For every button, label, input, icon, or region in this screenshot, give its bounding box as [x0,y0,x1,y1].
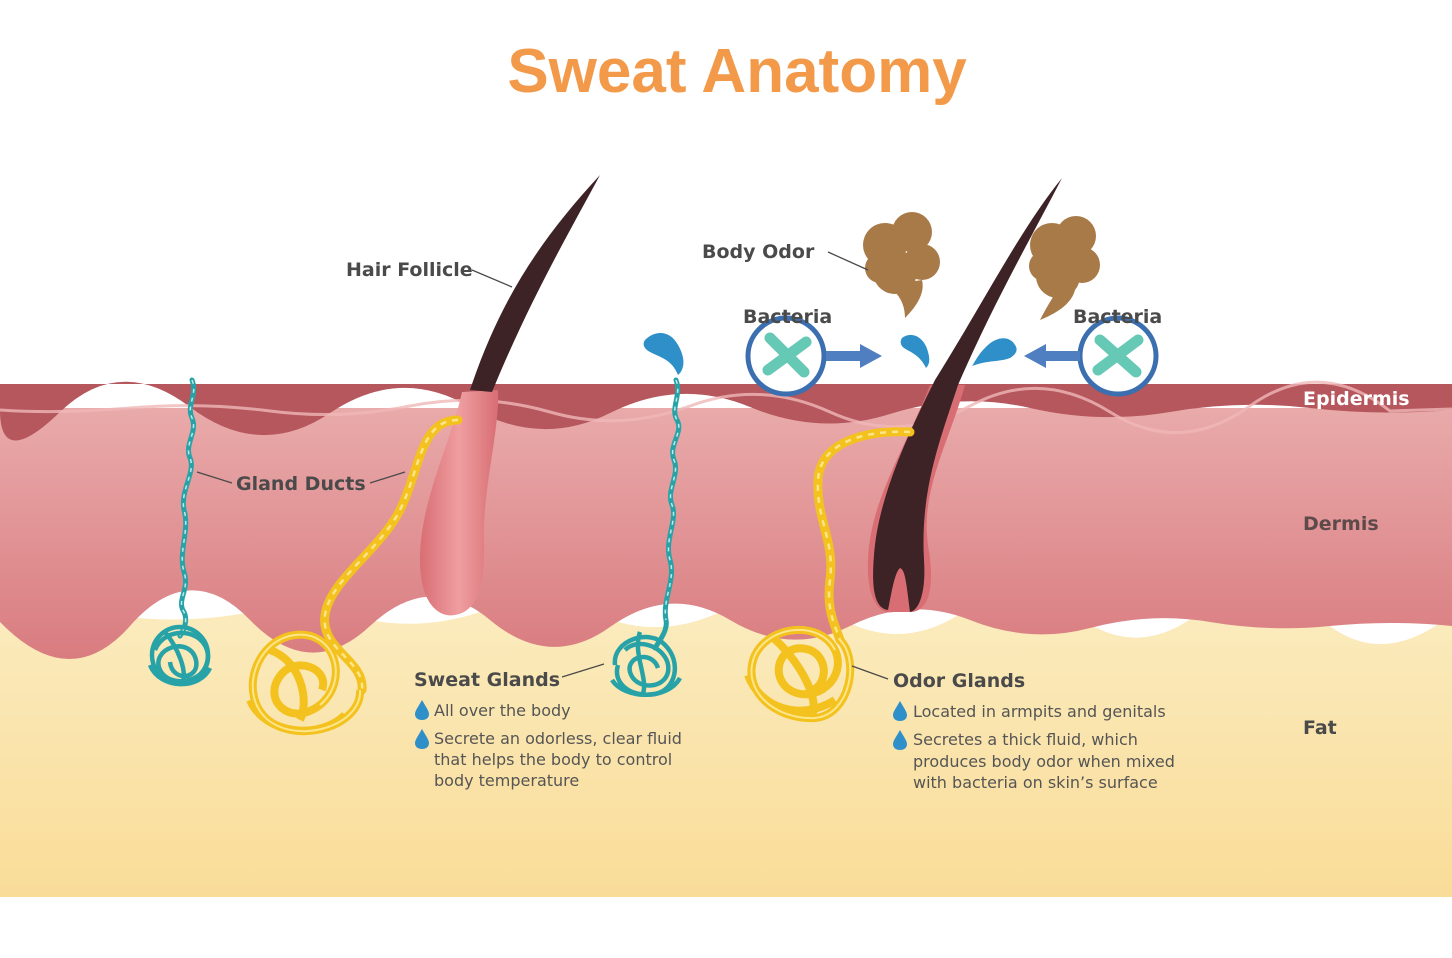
sweat-glands-bullet-2-line-2: that helps the body to control [434,750,672,769]
leader-lines [196,251,889,680]
odor-gland-right [744,427,915,723]
odor-cloud-icon [1029,216,1100,320]
epidermis-label: Epidermis [1303,388,1410,410]
bacteria-icon [1077,315,1159,397]
droplet-icon [972,338,1017,366]
sweat-glands-bullet-2-line-1: Secrete an odorless, clear fluid [434,729,682,748]
sweat-glands-description: Sweat Glands All over the body Secrete a… [414,669,682,790]
dermis-layer [0,408,1452,660]
fat-layer [0,589,1452,897]
gland-ducts-label: Gland Ducts [236,473,366,495]
sweat-gland-middle [610,377,682,698]
fat-label: Fat [1303,717,1337,739]
arrow-left-icon [1024,344,1080,368]
bacteria-icon [745,315,827,397]
droplet-icon [643,333,684,375]
body-odor-label: Body Odor [702,241,815,263]
droplet-icon [415,729,429,749]
hair-follicle-left [420,175,600,616]
bacteria-right-label: Bacteria [1073,306,1162,328]
odor-glands-description: Odor Glands Located in armpits and genit… [893,670,1175,792]
sweat-glands-heading: Sweat Glands [414,669,560,691]
odor-gland-duct-left [246,415,463,736]
hair-follicle-right [867,178,1062,613]
arrow-right-icon [826,344,882,368]
epidermis-layer [0,380,1452,441]
odor-glands-bullet-1: Located in armpits and genitals [913,702,1166,721]
hair-follicle-label: Hair Follicle [346,259,473,281]
odor-glands-heading: Odor Glands [893,670,1025,692]
sweat-gland-left [147,377,213,687]
odor-glands-bullet-2-line-3: with bacteria on skin’s surface [913,773,1158,792]
droplet-icon [893,730,907,750]
droplet-icon [893,701,907,721]
droplet-icon [900,334,930,368]
odor-glands-bullet-2-line-1: Secretes a thick fluid, which [913,730,1138,749]
droplet-icon [415,700,429,720]
sweat-glands-bullet-1: All over the body [434,701,571,720]
page-title: Sweat Anatomy [507,37,967,106]
bacteria-left-label: Bacteria [743,306,832,328]
dermis-label: Dermis [1303,513,1379,535]
sweat-glands-bullet-2-line-3: body temperature [434,771,579,790]
odor-glands-bullet-2-line-2: produces body odor when mixed [913,752,1175,771]
odor-cloud-icon [863,212,940,318]
